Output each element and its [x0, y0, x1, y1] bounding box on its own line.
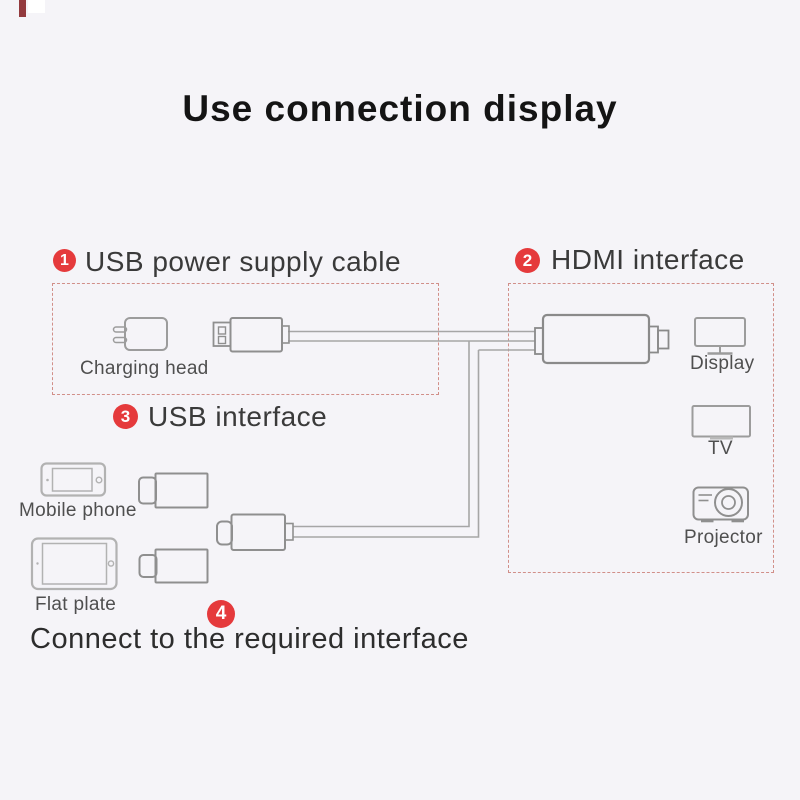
charging-head-label: Charging head [80, 358, 209, 379]
monitor-icon [694, 317, 746, 355]
crop-mark-white [28, 0, 45, 13]
page-title: Use connection display [182, 88, 618, 129]
tablet-icon [30, 537, 118, 591]
flat-plate-label: Flat plate [35, 594, 117, 615]
smartphone-icon [40, 462, 107, 497]
device-plug-icon [216, 513, 294, 551]
wall-charger-icon [112, 317, 168, 351]
tv-icon [691, 405, 751, 440]
step-3-badge: 3 [113, 404, 138, 429]
tv-label: TV [708, 438, 733, 459]
step-4-badge: 4 [207, 600, 235, 628]
usb-power-cable-group-box [52, 283, 439, 395]
cable-branch-line-2 [293, 350, 480, 538]
usb-adapter-bottom-icon [138, 548, 209, 584]
projector-label: Projector [684, 527, 763, 548]
step-1-label: USB power supply cable [85, 246, 402, 277]
step-3-label: USB interface [148, 401, 328, 432]
hdmi-connector-icon [534, 313, 670, 365]
usb-plug-icon [212, 317, 290, 353]
step-1-badge: 1 [53, 249, 76, 272]
projector-icon [692, 486, 749, 523]
mobile-phone-label: Mobile phone [19, 500, 137, 521]
cable-lines [288, 330, 535, 538]
cable-branch-line-1 [293, 341, 470, 528]
hdmi-interface-group-box [508, 283, 774, 573]
step-4-label: Connect to the required interface [30, 623, 469, 655]
display-label: Display [690, 353, 755, 374]
step-2-badge: 2 [515, 248, 540, 273]
step-2-label: HDMI interface [551, 244, 745, 275]
usb-adapter-top-icon [138, 472, 209, 509]
crop-mark-red [19, 0, 26, 17]
